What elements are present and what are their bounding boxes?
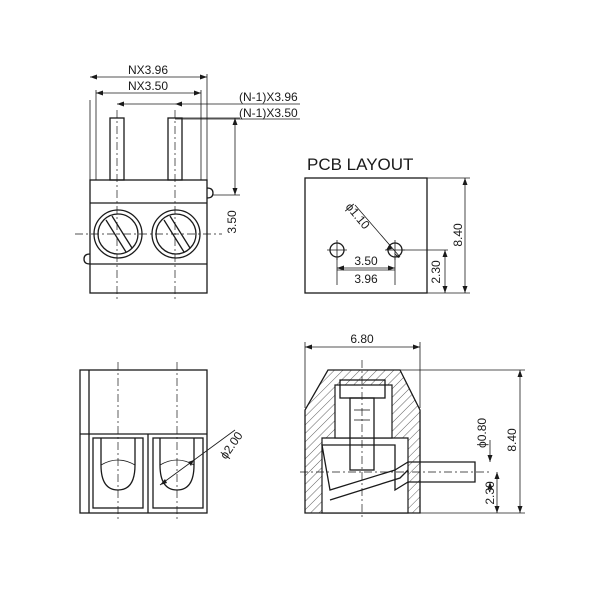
- side-dim-pin-diameter: ϕ0.80: [475, 418, 489, 448]
- side-dim-pin-offset: 2.30: [483, 481, 497, 505]
- bottom-wire-leader: [159, 429, 236, 486]
- front-view: NX3.96 NX3.50 (N-1)X3.96 (N-1)X3.50 3.50: [75, 63, 300, 300]
- pcb-dim-height: 8.40: [451, 223, 465, 247]
- front-side-bump-right: [206, 187, 214, 199]
- side-dim-width: 6.80: [350, 332, 374, 346]
- side-screw-cavity: [334, 384, 393, 439]
- front-body-outline: [89, 179, 208, 294]
- pcb-layout-title: PCB LAYOUT: [307, 155, 413, 174]
- pcb-dim-396: 3.96: [354, 272, 378, 286]
- side-dim-height: 8.40: [505, 428, 519, 452]
- side-clamp-edge: [329, 469, 409, 501]
- dim-text-nx350: NX3.50: [128, 79, 168, 93]
- side-view: 6.80 8.40 ϕ0.80 2.30: [300, 332, 525, 520]
- dim-text-nx396: NX3.96: [128, 63, 168, 77]
- pcb-outline: [304, 177, 428, 294]
- front-side-bump-left: [83, 253, 91, 265]
- pcb-dim-offset: 2.30: [429, 260, 443, 284]
- bottom-wire-diameter: ϕ2.00: [217, 429, 246, 462]
- pcb-hole-leader: [354, 204, 401, 258]
- bottom-wire-entry-right: [152, 437, 204, 509]
- bottom-body-outline: [79, 369, 208, 514]
- front-screw-left-slot-a: [105, 219, 127, 253]
- pcb-dim-350: 3.50: [354, 254, 378, 268]
- dim-text-n1-350: (N-1)X3.50: [239, 106, 298, 120]
- side-clamp-cavity: [321, 437, 409, 514]
- side-pin: [394, 461, 476, 492]
- front-screw-left-slot-b: [111, 215, 133, 249]
- pcb-hole-diameter: ϕ1.10: [343, 200, 373, 232]
- pcb-layout-view: PCB LAYOUT ϕ1.10 3.50 3.96 8.40 2.3: [304, 155, 470, 294]
- front-screw-right-slot-a: [163, 219, 185, 253]
- front-screw-right-slot-b: [169, 215, 191, 249]
- dim-text-pin-length: 3.50: [225, 210, 239, 234]
- bottom-view: ϕ2.00: [79, 362, 246, 520]
- dim-text-n1-396: (N-1)X3.96: [239, 90, 298, 104]
